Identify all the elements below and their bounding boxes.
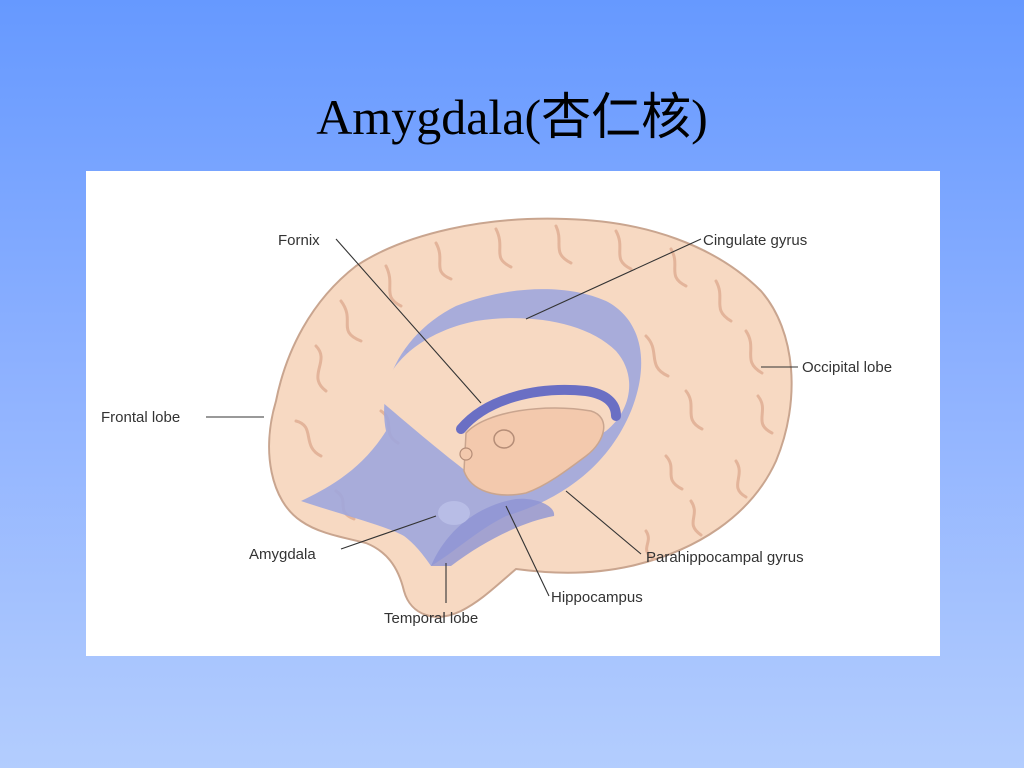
label-parahippocampal-gyrus: Parahippocampal gyrus bbox=[646, 549, 804, 566]
label-occipital-lobe: Occipital lobe bbox=[802, 359, 892, 376]
label-frontal-lobe: Frontal lobe bbox=[101, 409, 180, 426]
brain-diagram-panel: Fornix Cingulate gyrus Occipital lobe Fr… bbox=[86, 171, 940, 656]
label-cingulate-gyrus: Cingulate gyrus bbox=[703, 232, 807, 249]
leader-fornix bbox=[335, 238, 482, 404]
fornix-arch bbox=[456, 384, 621, 434]
leader-cingulate bbox=[525, 238, 702, 320]
label-hippocampus: Hippocampus bbox=[551, 589, 643, 606]
leader-amygdala bbox=[340, 515, 437, 550]
brain-diagram: Fornix Cingulate gyrus Occipital lobe Fr… bbox=[101, 217, 892, 627]
leader-parahippocampal bbox=[565, 490, 642, 555]
label-fornix: Fornix bbox=[278, 232, 320, 249]
hippocampus-region bbox=[431, 498, 555, 566]
label-amygdala: Amygdala bbox=[249, 546, 316, 563]
mammillary-body bbox=[459, 447, 473, 461]
thalamus-nucleus bbox=[493, 429, 515, 449]
leader-hippocampus bbox=[505, 505, 550, 597]
thalamus bbox=[463, 407, 605, 496]
amygdala-region bbox=[438, 501, 470, 525]
slide-title: Amygdala(杏仁核) bbox=[316, 89, 708, 145]
label-temporal-lobe: Temporal lobe bbox=[384, 610, 478, 627]
